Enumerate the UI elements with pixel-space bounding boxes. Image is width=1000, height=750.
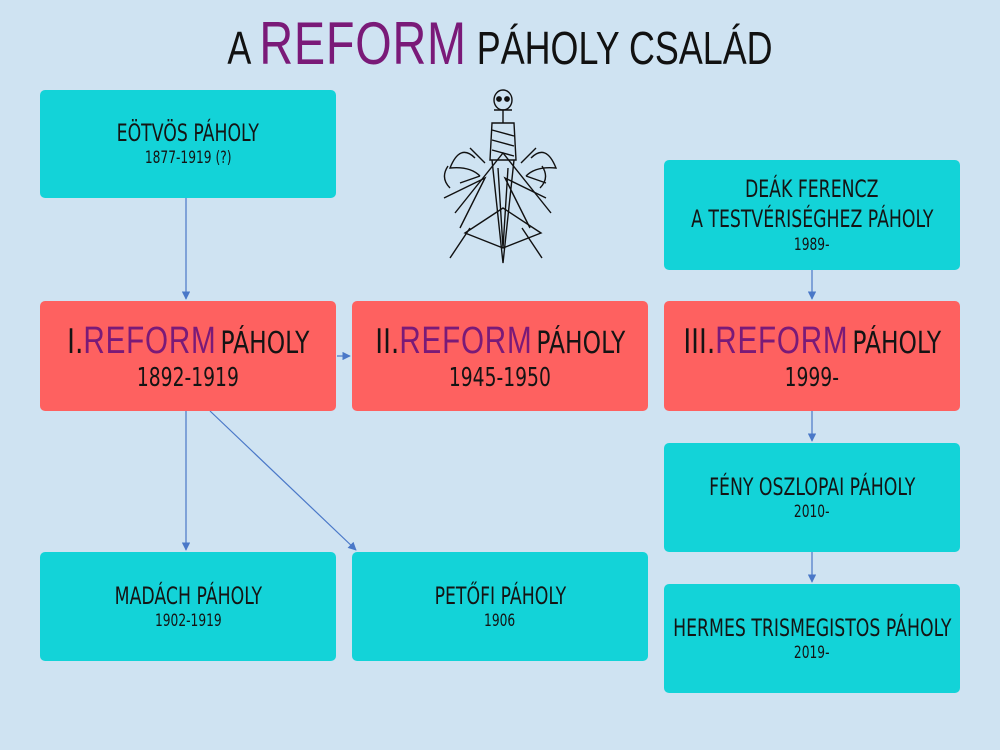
node-petofi: PETŐFI PÁHOLY 1906	[352, 552, 648, 661]
node-reform3-roman: III.	[683, 321, 715, 362]
node-reform3-title: III.REFORM PÁHOLY	[683, 320, 941, 363]
node-petofi-date: 1906	[484, 610, 516, 631]
node-reform2-title: II.REFORM PÁHOLY	[375, 320, 625, 363]
node-madach-name: MADÁCH PÁHOLY	[114, 581, 262, 610]
node-eotvos-name: EÖTVÖS PÁHOLY	[116, 119, 260, 147]
title-prefix: A	[227, 22, 250, 74]
node-reform1-roman: I.	[66, 321, 84, 362]
title-reform: REFORM	[259, 10, 467, 77]
node-eotvos: EÖTVÖS PÁHOLY 1877-1919 (?)	[40, 90, 336, 198]
node-reform1-reform: REFORM	[83, 319, 217, 362]
title-suffix: PÁHOLY CSALÁD	[476, 22, 773, 74]
node-deak-name-line1: DEÁK FERENCZ	[745, 175, 879, 203]
node-eotvos-date: 1877-1919 (?)	[144, 148, 232, 168]
node-reform2: II.REFORM PÁHOLY 1945-1950	[352, 301, 648, 411]
node-feny-name: FÉNY OSZLOPAI PÁHOLY	[708, 472, 916, 501]
node-deak-name-line2: A TESTVÉRISÉGHEZ PÁHOLY	[690, 205, 934, 233]
node-hermes: HERMES TRISMEGISTOS PÁHOLY 2019-	[664, 584, 960, 693]
node-reform3-date: 1999-	[784, 362, 840, 393]
node-reform1-date: 1892-1919	[136, 362, 240, 393]
node-petofi-name: PETŐFI PÁHOLY	[434, 581, 566, 610]
page-title: A REFORM PÁHOLY CSALÁD	[110, 14, 890, 78]
node-reform1-title: I.REFORM PÁHOLY	[67, 320, 309, 363]
masonic-skull-dagger-emblem-icon	[443, 89, 558, 264]
node-madach: MADÁCH PÁHOLY 1902-1919	[40, 552, 336, 661]
node-madach-date: 1902-1919	[154, 610, 222, 631]
node-deak: DEÁK FERENCZ A TESTVÉRISÉGHEZ PÁHOLY 198…	[664, 160, 960, 270]
node-reform3-reform: REFORM	[714, 319, 849, 362]
node-reform2-reform: REFORM	[399, 319, 533, 362]
node-reform2-date: 1945-1950	[448, 362, 552, 393]
node-hermes-name: HERMES TRISMEGISTOS PÁHOLY	[672, 613, 952, 642]
node-reform3: III.REFORM PÁHOLY 1999-	[664, 301, 960, 411]
node-deak-date: 1989-	[794, 235, 830, 255]
arrow-reform1-petofi	[209, 410, 357, 551]
node-reform1-suffix: PÁHOLY	[220, 325, 310, 361]
node-reform2-suffix: PÁHOLY	[536, 325, 626, 361]
node-reform1: I.REFORM PÁHOLY 1892-1919	[40, 301, 336, 411]
node-hermes-date: 2019-	[794, 642, 830, 663]
node-feny-date: 2010-	[794, 501, 830, 522]
node-feny: FÉNY OSZLOPAI PÁHOLY 2010-	[664, 443, 960, 552]
node-reform2-roman: II.	[374, 321, 400, 362]
node-reform3-suffix: PÁHOLY	[852, 325, 941, 361]
